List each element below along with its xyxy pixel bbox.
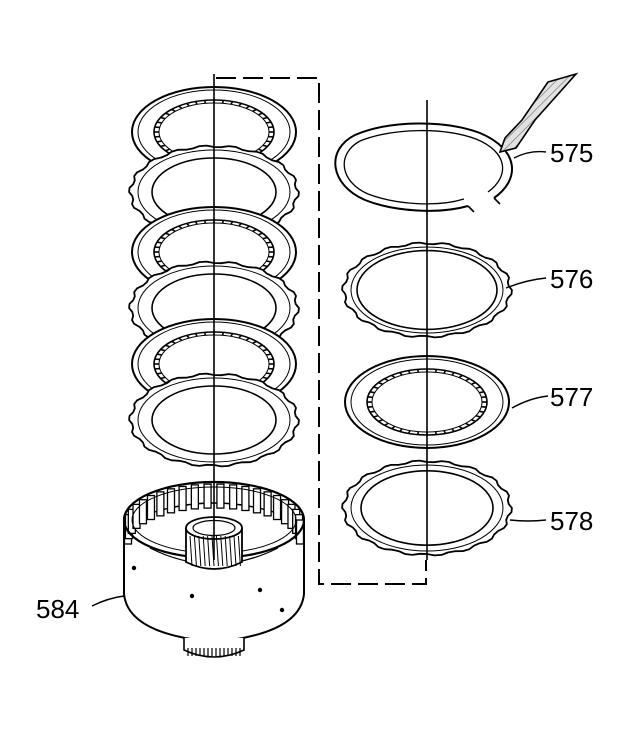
housing-hole xyxy=(131,565,137,571)
callout-576: 576 xyxy=(550,264,593,294)
housing-hole xyxy=(279,607,285,613)
housing-hole xyxy=(257,587,263,593)
callout-575: 575 xyxy=(550,138,593,168)
snap-ring xyxy=(334,122,514,213)
housing-bottom-hub xyxy=(183,638,245,658)
snap-ring-pliers-tool xyxy=(498,72,579,154)
housing-hub-teeth xyxy=(187,648,241,656)
callout-577: 577 xyxy=(550,382,593,412)
housing-hole xyxy=(189,593,195,599)
callout-584: 584 xyxy=(36,594,79,624)
leader-lines xyxy=(91,150,549,607)
clutch-housing xyxy=(122,480,306,658)
callout-578: 578 xyxy=(550,506,593,536)
dashed-bracket xyxy=(216,77,427,585)
